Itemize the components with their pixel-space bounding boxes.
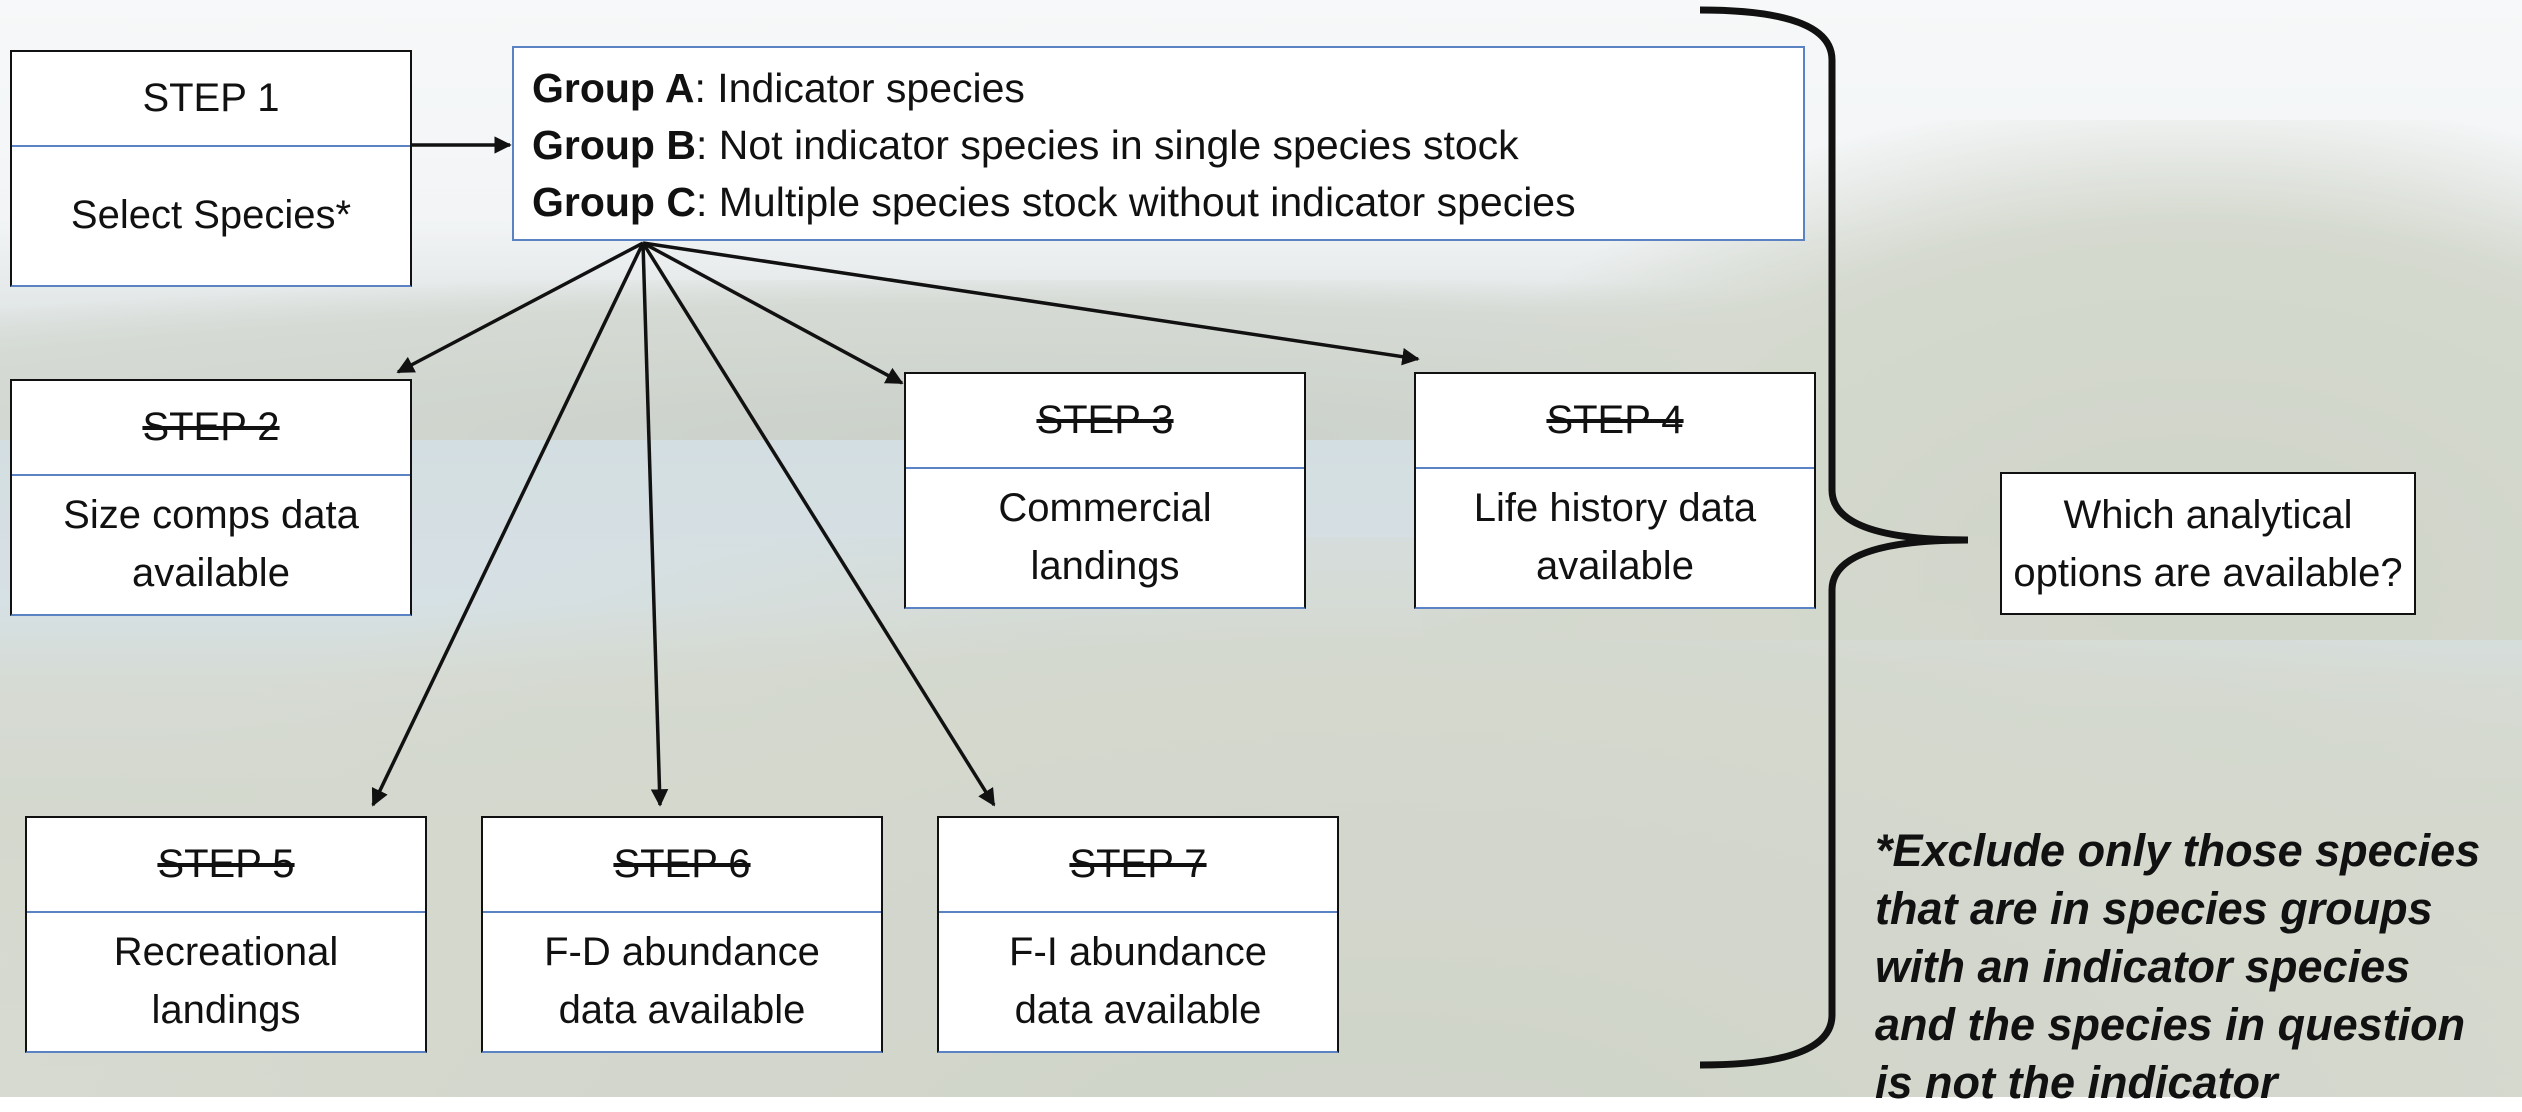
footnote-line4: and the species in question — [1875, 999, 2466, 1050]
step6-line2: data available — [558, 988, 806, 1032]
step5-box: STEP 5 Recreational landings — [25, 816, 427, 1053]
group-a-line: Group A: Indicator species — [532, 60, 1803, 117]
group-a-name: Group A — [532, 65, 695, 111]
step5-label: STEP 5 — [157, 842, 295, 886]
group-b-desc: : Not indicator species in single specie… — [695, 122, 1519, 168]
step7-body: F-I abundance data available — [939, 911, 1337, 1051]
step2-header: STEP 2 — [12, 381, 410, 476]
step7-line2: data available — [1014, 988, 1262, 1032]
footnote-line5: is not the indicator — [1875, 1057, 2278, 1108]
arrow-to-step3 — [642, 241, 904, 385]
step1-body: Select Species* — [12, 145, 410, 285]
step6-label: STEP 6 — [613, 842, 751, 886]
group-c-desc: : Multiple species stock without indicat… — [695, 179, 1576, 225]
step6-line1: F-D abundance — [544, 930, 820, 974]
step5-line2: landings — [151, 988, 301, 1032]
step2-label: STEP 2 — [142, 405, 280, 449]
arrow-to-step7 — [641, 242, 996, 807]
step4-line2: available — [1536, 544, 1694, 588]
step3-label: STEP 3 — [1036, 398, 1174, 442]
step2-body: Size comps data available — [12, 474, 410, 614]
step2-line2: available — [132, 551, 290, 595]
step6-header: STEP 6 — [483, 818, 881, 913]
step2-box: STEP 2 Size comps data available — [10, 379, 412, 616]
step4-label: STEP 4 — [1546, 398, 1684, 442]
step3-header: STEP 3 — [906, 374, 1304, 469]
step4-box: STEP 4 Life history data available — [1414, 372, 1816, 609]
arrow-to-step6 — [641, 242, 669, 807]
step5-body: Recreational landings — [27, 911, 425, 1051]
step1-header: STEP 1 — [12, 52, 410, 147]
step6-box: STEP 6 F-D abundance data available — [481, 816, 883, 1053]
step1-box: STEP 1 Select Species* — [10, 50, 412, 287]
options-line2: options are available? — [2013, 550, 2403, 595]
exclusion-footnote: *Exclude only those species that are in … — [1875, 822, 2515, 1112]
options-line1: Which analytical — [2063, 492, 2353, 537]
footnote-line2: that are in species groups — [1875, 883, 2433, 934]
right-brace — [1699, 6, 1969, 1069]
step1-label: STEP 1 — [142, 76, 280, 120]
arrow-to-step2 — [396, 241, 644, 374]
step5-header: STEP 5 — [27, 818, 425, 913]
group-c-name: Group C — [532, 179, 696, 225]
step2-line1: Size comps data — [63, 493, 359, 537]
step7-box: STEP 7 F-I abundance data available — [937, 816, 1339, 1053]
step7-header: STEP 7 — [939, 818, 1337, 913]
arrow-to-step5 — [371, 242, 645, 807]
group-b-name: Group B — [532, 122, 696, 168]
step4-header: STEP 4 — [1416, 374, 1814, 469]
group-a-desc: : Indicator species — [694, 65, 1025, 111]
step4-body: Life history data available — [1416, 467, 1814, 607]
footnote-line1: *Exclude only those species — [1875, 825, 2481, 876]
group-b-line: Group B: Not indicator species in single… — [532, 117, 1803, 174]
step1-body-text: Select Species* — [70, 193, 352, 237]
step7-line1: F-I abundance — [1009, 930, 1267, 974]
step6-body: F-D abundance data available — [483, 911, 881, 1051]
step3-line1: Commercial — [998, 486, 1212, 530]
step3-body: Commercial landings — [906, 467, 1304, 607]
step5-line1: Recreational — [113, 930, 339, 974]
arrow-to-step4 — [642, 241, 1420, 366]
step3-line2: landings — [1030, 544, 1180, 588]
step3-box: STEP 3 Commercial landings — [904, 372, 1306, 609]
step7-label: STEP 7 — [1069, 842, 1207, 886]
step4-line1: Life history data — [1473, 486, 1757, 530]
analytical-options-box: Which analytical options are available? — [2000, 472, 2416, 615]
footnote-line3: with an indicator species — [1875, 941, 2411, 992]
groups-box: Group A: Indicator species Group B: Not … — [512, 46, 1805, 241]
group-c-line: Group C: Multiple species stock without … — [532, 174, 1803, 231]
